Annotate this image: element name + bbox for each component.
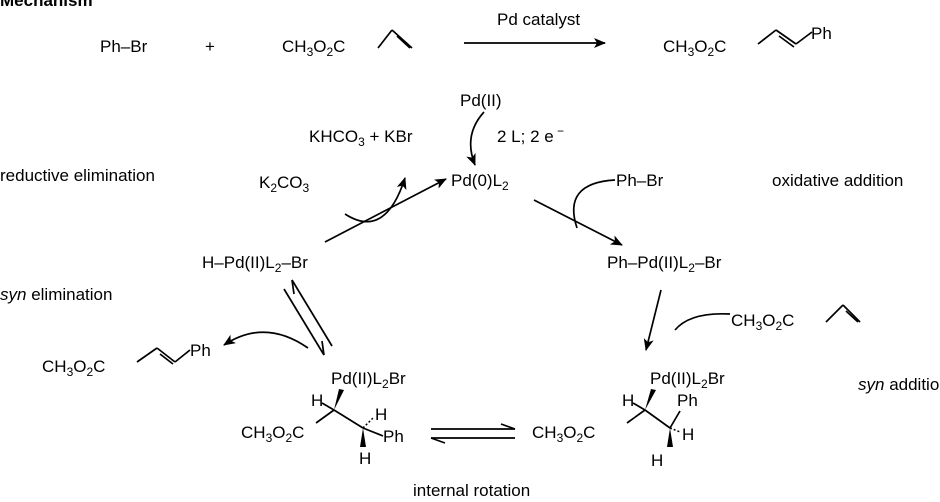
svg-text:H: H [375,405,387,424]
pd-ii-precatalyst: Pd(II) [460,91,502,110]
header-title: Mechanism [0,0,93,10]
hydride-complex: H–Pd(II)L2–Br [202,253,308,275]
step-reductive-elimination: reductive elimination [0,166,155,185]
svg-text:H: H [651,451,663,470]
acrylate-reagent: CH3O2C [731,311,794,333]
catalyst-label: Pd catalyst [497,10,580,29]
svg-text:CH3O2C: CH3O2C [241,423,304,445]
svg-text:Pd(II)L2Br: Pd(II)L2Br [650,369,725,391]
arrow-pd0-to-oxidative [533,199,623,246]
svg-text:Ph: Ph [677,391,698,410]
acrylate-reagent-vinyl [825,304,861,323]
svg-text:Pd(II)L2Br: Pd(II)L2Br [331,369,406,391]
step-internal-rotation: internal rotation [413,481,530,500]
svg-text:H: H [359,449,371,468]
base-curved-arrow [344,177,407,223]
elimination-product-ester: CH3O2C [42,357,105,379]
reduction-conditions: 2 L; 2 e − [497,124,564,146]
elimination-product-alkene [136,347,191,365]
arrow-oxidative-to-insertion [643,289,662,351]
arrow-hydride-to-pd0 [324,178,447,243]
syn-elimination-arrow [223,331,309,349]
step-oxidative-addition: oxidative addition [772,171,903,190]
acrylate-curved-arrow [674,312,731,331]
product-ester: CH3O2C [663,37,726,59]
elimination-product-phenyl: Ph [190,341,211,360]
base-k2co3: K2CO3 [259,173,310,195]
pd0-catalyst: Pd(0)L2 [451,171,509,193]
right-alkyl-complex: Pd(II)L2Br H CH3O2C Ph H H [532,369,725,470]
svg-text:Ph: Ph [383,427,404,446]
svg-text:H: H [622,391,634,410]
reactant-phbr: Ph–Br [100,37,148,56]
oxidative-addition-product: Ph–Pd(II)L2–Br [607,253,722,275]
step-syn-addition: syn addition [858,375,940,394]
acrylate-vinyl-bond [377,29,413,49]
equilibrium-arrows-syn-elimination [283,279,333,356]
internal-rotation-equilibrium [430,423,516,444]
step-syn-elimination: syn elimination [0,285,112,304]
phbr-curved-arrow [572,179,616,229]
product-phenyl: Ph [811,24,832,43]
svg-text:H: H [682,425,694,444]
byproducts-label: KHCO3 + KBr [309,127,413,149]
svg-text:H: H [311,391,323,410]
product-alkene-bond [757,29,813,48]
reactant-acrylate: CH3O2C [282,37,345,59]
plus-sign: + [205,37,215,56]
left-alkyl-complex: Pd(II)L2Br H CH3O2C H H Ph [241,369,406,468]
phbr-reagent: Ph–Br [616,171,664,190]
reduction-arrow [466,111,485,166]
svg-text:CH3O2C: CH3O2C [532,423,595,445]
